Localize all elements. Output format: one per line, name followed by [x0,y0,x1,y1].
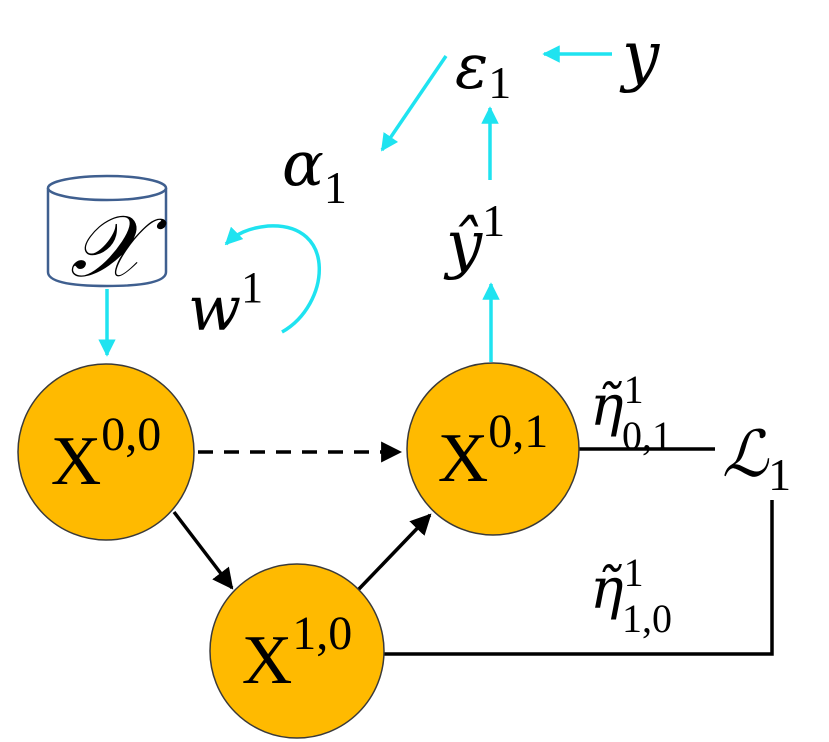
eta-top-base: η̃ [590,374,624,439]
alpha-sub: 1 [324,162,347,213]
prediction-sup: 1 [482,195,505,246]
svg-text:X1,0: X1,0 [242,607,353,699]
node-x00-sup: 0,0 [101,408,161,461]
svg-text:X0,0: X0,0 [51,408,162,500]
node-x00: X0,0 [17,363,195,541]
eta-bottom-sub: 1,0 [622,596,672,641]
node-x01-base: X [438,420,489,497]
prediction-base: ŷ [443,208,483,282]
error-to-alpha-arrow [380,55,448,152]
loss-sub: 1 [768,449,791,500]
node00-to-node10-arrow [172,510,234,590]
prediction-label: ŷ1 [443,195,505,282]
loss-base: ℒ [722,418,770,492]
weights-base: w [188,272,241,345]
weights-sup: 1 [241,263,263,312]
svg-text:X0,1: X0,1 [438,405,549,497]
node-x01-sup: 0,1 [488,405,548,458]
node-x10-base: X [242,622,293,699]
loss-label: ℒ1 [722,418,791,500]
eta-bottom-sup: 1 [624,550,644,595]
node10-to-node01-arrow [356,513,432,592]
eta-top-sub: 0,1 [622,413,672,458]
node-x01: X0,1 [406,362,580,536]
weights-label: w1 [188,263,263,345]
error-sub: 1 [488,57,511,108]
target-label: y [619,17,660,94]
eta-bottom-base: η̃ [590,557,624,622]
eta-top-sup: 1 [624,367,644,412]
alpha-label: α1 [282,127,347,213]
node-x00-base: X [51,423,102,500]
node10-to-loss-line [384,500,774,656]
dataset-cylinder: 𝒳 [46,174,168,297]
weights-update-arrow [224,224,321,334]
node-x10-sup: 1,0 [292,607,352,660]
error-label: ε1 [455,30,511,108]
alpha-base: α [282,127,324,200]
node-x10: X1,0 [209,563,385,739]
error-base: ε [455,30,488,103]
